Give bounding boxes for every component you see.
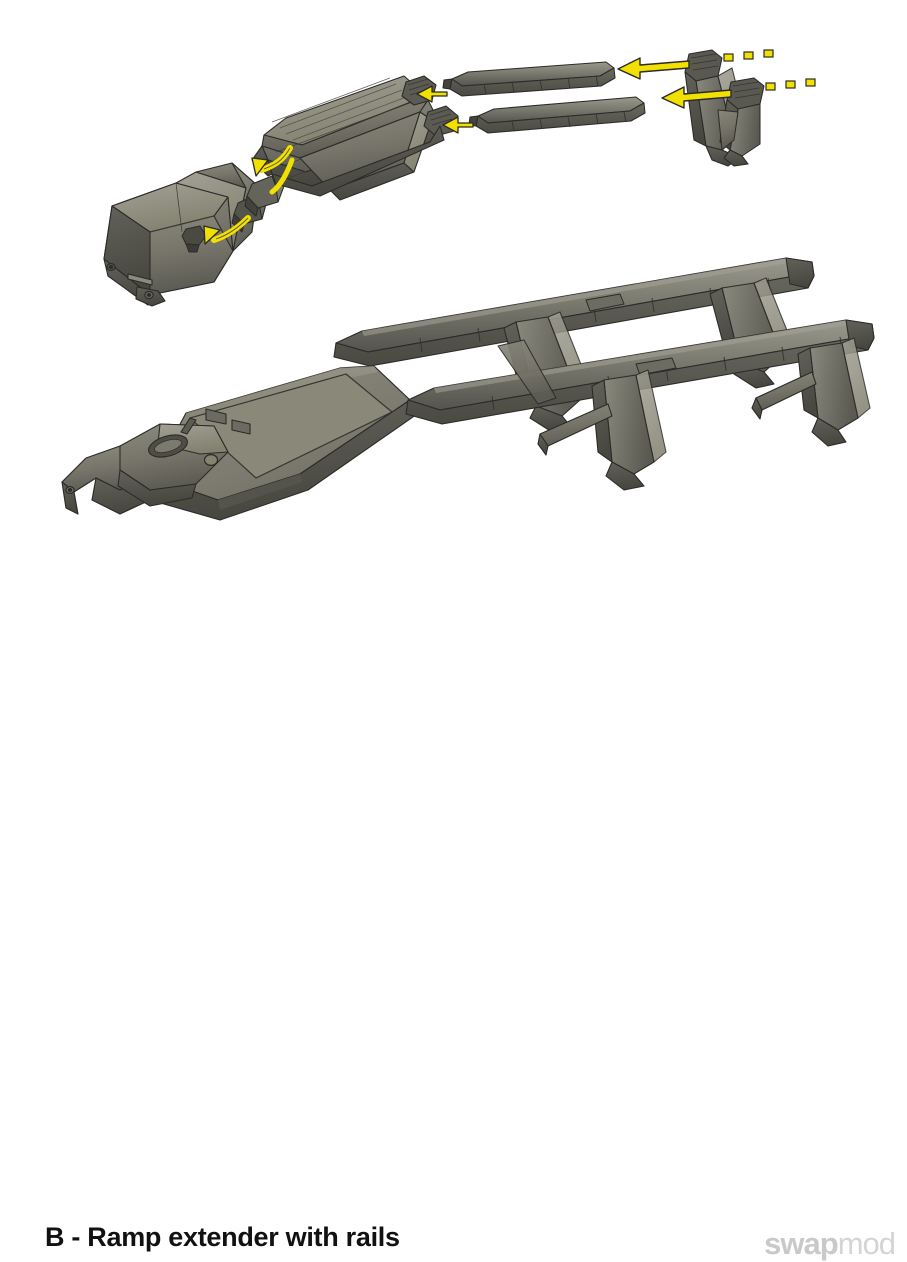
brand-mod: mod — [837, 1226, 896, 1261]
dashed-trail-lower — [765, 78, 816, 91]
support-leg-1 — [537, 369, 667, 491]
curved-arrow-extender-tail — [269, 157, 295, 195]
dashed-trail-upper — [723, 49, 774, 62]
diagram-svg — [61, 49, 875, 521]
curved-arrow-bracket-to-clip — [203, 215, 251, 245]
rail-segment-upper — [442, 61, 616, 97]
mounting-bracket — [103, 162, 259, 307]
short-arrow-extender-lower — [442, 116, 474, 134]
assembled-assembly-group — [61, 257, 875, 521]
support-leg-2 — [751, 337, 871, 447]
straight-arrow-lower-rail — [661, 86, 732, 109]
curved-arrow-clip-to-extender — [251, 145, 293, 177]
exploded-assembly-group — [103, 49, 816, 307]
caption-bar: B - Ramp extender with rails swapmod — [0, 604, 907, 1261]
short-arrow-extender-upper — [416, 85, 448, 103]
brand-logo: swapmod — [764, 1226, 896, 1262]
straight-arrow-upper-rail — [617, 57, 690, 80]
rail-segment-lower — [468, 96, 646, 134]
hitch-end-bracket — [117, 408, 251, 507]
rail-far — [333, 257, 815, 367]
cross-brace — [497, 339, 557, 405]
bracket-clip-socket — [181, 225, 207, 253]
figure-caption: B - Ramp extender with rails — [45, 1222, 400, 1252]
rail-support-leg-right — [717, 77, 765, 167]
rail-far-joint — [585, 293, 625, 312]
ramp-extender-plate — [251, 75, 459, 201]
cad-exploded-diagram — [0, 0, 907, 610]
brand-swap: swap — [764, 1226, 839, 1261]
